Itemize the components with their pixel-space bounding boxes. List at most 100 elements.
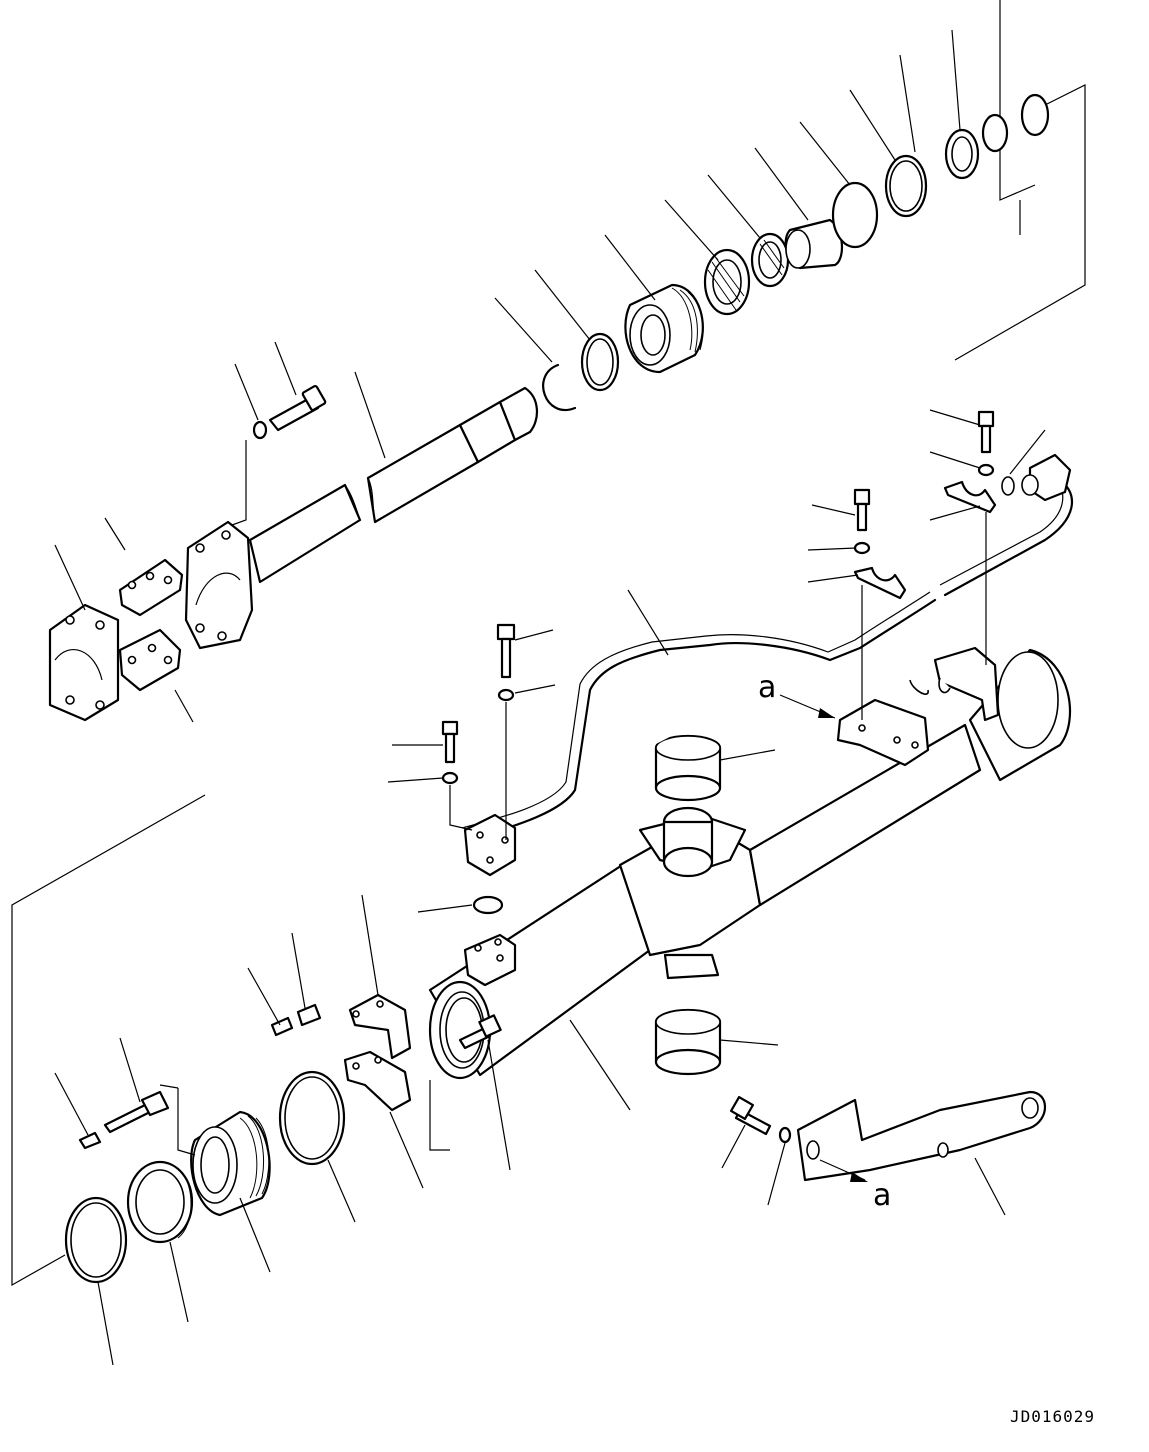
shim-plate-upper: [118, 558, 184, 617]
leader-line: [974, 1157, 1006, 1216]
leader-line: [231, 440, 247, 526]
clamp-bolt-right: [977, 410, 995, 454]
head-split-clamp-upper: [348, 993, 412, 1060]
head-clamp-bolt: [458, 1014, 502, 1050]
leader-line: [767, 1142, 786, 1206]
leader-line: [514, 684, 556, 694]
leader-line: [234, 363, 259, 421]
leader-line: [514, 629, 554, 641]
head-clamp-block: [836, 698, 930, 767]
leader-line: [807, 547, 857, 551]
group-bracket-seals: [999, 0, 1036, 201]
head-outer-ring: [64, 1196, 128, 1284]
trunnion-bushing-upper: [654, 734, 722, 802]
head-o-ring-large: [278, 1070, 346, 1166]
dowel-pin-1: [270, 1016, 294, 1037]
pipe-flange-upper: [463, 813, 517, 877]
leader-line: [799, 121, 851, 186]
pipe-elbow-fitting: [1021, 453, 1072, 502]
view-arrow-head-top: [818, 708, 835, 718]
group-bracket-upper: [954, 84, 1086, 361]
flange-washer-upper: [497, 688, 515, 702]
leader-line: [54, 1072, 89, 1136]
leader-line: [951, 29, 961, 131]
leader-line: [719, 1039, 779, 1046]
leader-line: [247, 967, 281, 1026]
leader-line: [849, 89, 896, 161]
clamp-bolt-mid: [853, 488, 871, 532]
leader-line: [354, 371, 386, 459]
leader-line: [387, 777, 444, 783]
leader-line: [899, 54, 916, 153]
leader-line: [291, 932, 306, 1009]
port-block-tube: [463, 933, 517, 987]
wear-ring-hatched-1: [703, 248, 751, 316]
leader-line: [327, 1159, 356, 1223]
plug-pin: [78, 1131, 102, 1150]
mounting-bracket: [721, 1090, 1046, 1216]
backup-ring: [981, 113, 1009, 153]
shim-plate-lower: [118, 628, 182, 692]
bracket-washer: [778, 1126, 792, 1144]
leader-line: [274, 341, 297, 396]
bracket-bolt: [729, 1095, 772, 1136]
leader-line: [664, 199, 719, 261]
dowel-pin-2: [296, 1003, 322, 1027]
leader-line: [627, 589, 669, 656]
rod-assembly: [48, 0, 1086, 723]
head-backup-ring: [126, 1160, 194, 1244]
head-o-ring: [909, 679, 929, 695]
piston-rod: [248, 386, 538, 584]
flange-bolt-upper: [496, 623, 516, 679]
head-split-clamp-lower: [343, 1050, 412, 1112]
leader-line: [494, 297, 553, 363]
leader-line: [417, 904, 473, 913]
piping: [387, 409, 1074, 877]
head-gland: [190, 1110, 271, 1217]
cylinder-tube-assembly: [417, 646, 1072, 1111]
leader-line: [569, 1019, 631, 1111]
leader-line: [389, 1111, 424, 1189]
split-flange-left: [48, 603, 120, 722]
clamp-washer-mid: [853, 541, 871, 555]
port-o-ring: [472, 895, 504, 915]
wear-ring-hatched-2: [750, 232, 790, 288]
trunnion-bushing-lower: [654, 1008, 722, 1076]
leader-line: [487, 1039, 511, 1171]
leader-line: [754, 147, 809, 221]
leader-line: [104, 517, 126, 551]
o-ring: [1020, 93, 1050, 137]
view-marker-a-bottom: a: [873, 1178, 891, 1213]
rod-end-eye: [184, 520, 254, 650]
rod-end-washer: [252, 420, 268, 440]
leader-line: [361, 894, 379, 996]
trunnion-body: [618, 806, 762, 980]
flange-washer-lower: [441, 771, 459, 785]
leader-line: [721, 1124, 746, 1169]
snap-ring: [542, 363, 577, 412]
dust-seal: [944, 128, 980, 180]
flange-bolt-lower: [441, 720, 459, 764]
leader-line: [239, 1197, 271, 1273]
tube-right-body: [748, 723, 982, 907]
view-arrow-head-bottom: [850, 1172, 868, 1182]
leader-line: [807, 574, 859, 583]
hydraulic-pipe: [468, 598, 937, 842]
leader-line: [97, 1281, 114, 1366]
leader-line: [929, 505, 981, 521]
clamp-washer-right: [977, 463, 995, 477]
leader-line: [719, 749, 776, 761]
rod-end-bolt: [268, 384, 327, 432]
leader-line: [929, 409, 981, 426]
head-assembly: [11, 794, 511, 1366]
group-bracket-lower: [11, 794, 206, 1287]
buffer-ring: [831, 181, 879, 249]
leader-line: [1009, 429, 1046, 475]
leader-line: [54, 544, 86, 611]
drawing-code: JD016029: [1010, 1407, 1095, 1426]
leader-line: [929, 451, 981, 469]
leader-line: [174, 689, 194, 723]
pipe-clamp-mid: [853, 566, 907, 600]
leader-line: [429, 1080, 450, 1151]
